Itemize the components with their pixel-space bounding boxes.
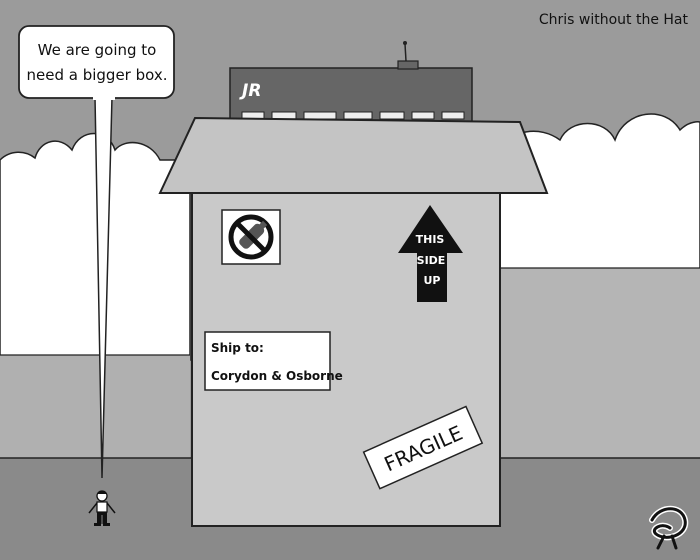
arrow-label-line3: UP: [424, 274, 441, 287]
building-roof-box: [397, 60, 419, 70]
no-bottle-icon: [228, 214, 274, 260]
person-arm-right: [106, 502, 116, 514]
shipping-label: Ship to: Corydon & Osborne: [204, 331, 343, 391]
person-shoe-right: [103, 523, 110, 526]
cloud-right: [499, 113, 700, 271]
building-logo: JR: [239, 81, 261, 101]
box-lid: [158, 116, 549, 194]
building-windows: [241, 111, 465, 120]
this-side-up-arrow: THIS SIDE UP: [398, 205, 463, 302]
hill-left: [0, 355, 190, 460]
no-bottle-sticker: [221, 209, 281, 265]
arrow-label-line1: THIS: [416, 233, 445, 246]
arrow-label-line2: SIDE: [417, 254, 446, 267]
person-hair: [97, 491, 107, 494]
antenna-tip: [403, 41, 407, 45]
tiny-person: [88, 490, 116, 526]
signature-logo-icon: [649, 505, 689, 550]
hill-right: [500, 268, 700, 460]
speech-line1: We are going to: [38, 41, 157, 59]
comic-credit: Chris without the Hat: [539, 12, 689, 28]
shipping-label-line1: Ship to:: [211, 341, 264, 355]
speech-bubble: We are going to need a bigger box.: [18, 25, 175, 479]
person-shoe-left: [94, 523, 101, 526]
speech-line2: need a bigger box.: [27, 66, 168, 84]
cloud-left: [0, 132, 191, 361]
up-arrow-shape: [398, 205, 463, 302]
person-shirt: [96, 501, 108, 513]
person-arm-left: [88, 502, 98, 514]
shipping-label-line2: Corydon & Osborne: [211, 369, 343, 383]
antenna: [404, 43, 407, 62]
